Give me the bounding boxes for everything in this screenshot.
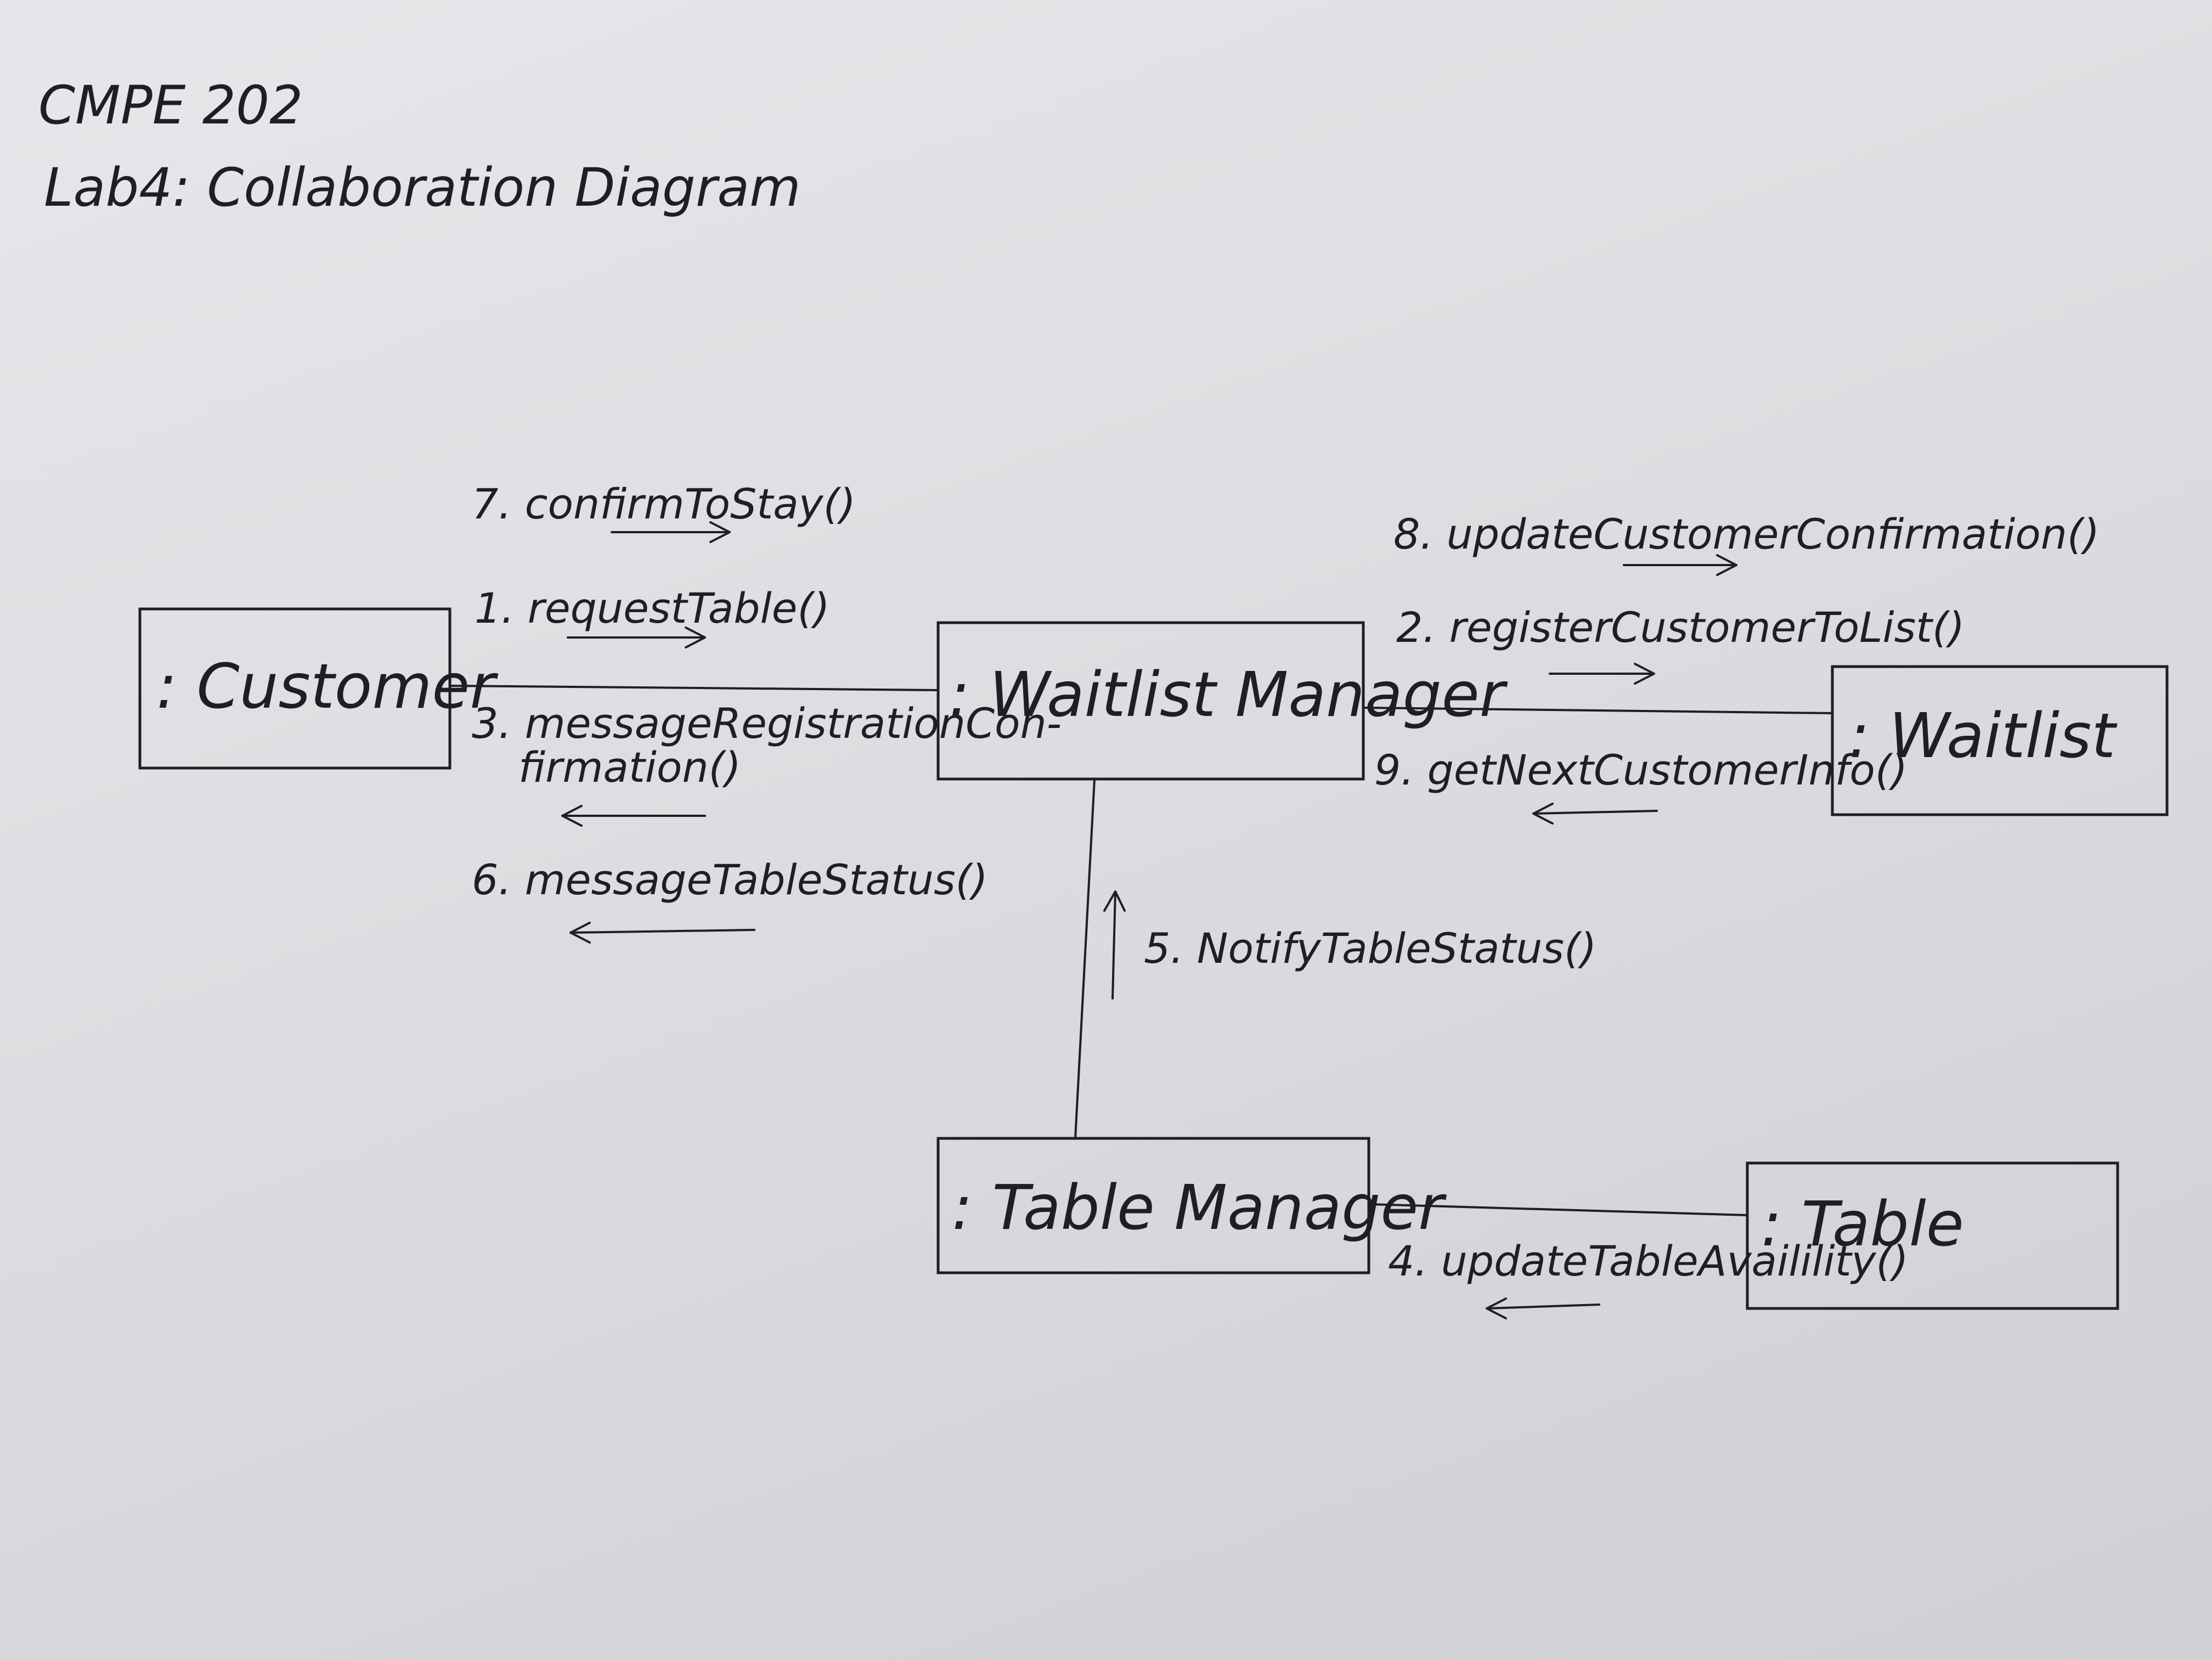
link-customer-waitlist-manager bbox=[449, 685, 939, 691]
message-7-label: 7. confirmToStay() bbox=[472, 479, 856, 528]
message-3-arrow bbox=[561, 805, 706, 827]
message-6-label: 6. messageTableStatus() bbox=[472, 855, 988, 904]
message-1-label: 1. requestTable() bbox=[475, 584, 830, 633]
message-9-arrow bbox=[1532, 803, 1658, 825]
message-8-label: 8. updateCustomerConfirmation() bbox=[1393, 510, 2100, 558]
object-waitlist: : Waitlist bbox=[1831, 665, 2169, 816]
message-3-label-line1: 3. messageRegistrationCon- bbox=[472, 699, 1062, 748]
message-3-label-line2: firmation() bbox=[518, 743, 741, 792]
message-8-arrow bbox=[1623, 554, 1737, 576]
waitlist-box bbox=[1831, 665, 2169, 816]
title-lab: Lab4: Collaboration Diagram bbox=[44, 157, 801, 218]
message-5-label: 5. NotifyTableStatus() bbox=[1144, 924, 1596, 973]
waitlist-manager-box bbox=[936, 621, 1365, 781]
message-7-arrow bbox=[611, 521, 731, 543]
message-1-arrow bbox=[567, 627, 706, 648]
link-table-manager-table bbox=[1368, 1203, 1748, 1216]
table-manager-label: : Table Manager bbox=[952, 1172, 1447, 1244]
message-2-label: 2. registerCustomerToList() bbox=[1396, 603, 1965, 652]
waitlist-label: : Waitlist bbox=[1849, 701, 2118, 772]
message-4-arrow bbox=[1486, 1297, 1600, 1319]
table-box bbox=[1746, 1161, 2119, 1310]
object-customer: : Customer bbox=[138, 607, 498, 770]
message-6-arrow bbox=[569, 922, 755, 944]
object-waitlist-manager: : Waitlist Manager bbox=[936, 621, 1508, 781]
customer-box bbox=[138, 607, 452, 770]
customer-label: : Customer bbox=[156, 651, 498, 723]
message-4-label: 4. updateTableAvailility() bbox=[1388, 1237, 1909, 1285]
object-table-manager: : Table Manager bbox=[936, 1137, 1447, 1274]
link-waitlist-manager-table-manager bbox=[1074, 778, 1096, 1139]
table-manager-box bbox=[936, 1137, 1370, 1274]
object-table: : Table bbox=[1746, 1161, 2119, 1310]
waitlist-manager-label: : Waitlist Manager bbox=[949, 659, 1508, 731]
link-waitlist-manager-waitlist bbox=[1363, 707, 1833, 714]
message-9-label: 9. getNextCustomerInfo() bbox=[1374, 746, 1908, 794]
title-course: CMPE 202 bbox=[38, 75, 303, 136]
message-2-arrow bbox=[1549, 663, 1655, 685]
message-5-arrow bbox=[1103, 890, 1126, 1000]
table-label: : Table bbox=[1761, 1189, 1964, 1260]
